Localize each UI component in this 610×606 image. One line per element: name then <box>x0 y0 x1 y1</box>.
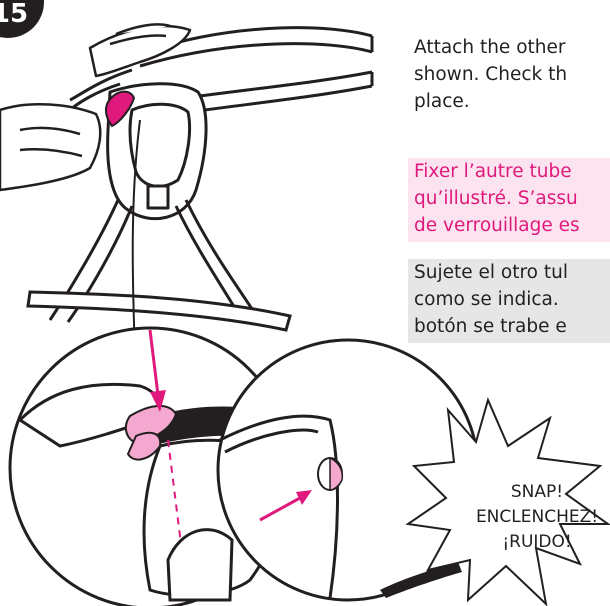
instruction-spanish-line: como se indica. <box>414 286 610 313</box>
instruction-french: Fixer l’autre tube qu’illustré. S’assu d… <box>408 158 610 242</box>
instruction-spanish-line: Sujete el otro tul <box>414 259 610 286</box>
instruction-english-line: place. <box>414 88 610 115</box>
instruction-english-line: Attach the other <box>414 34 610 61</box>
snap-label-line: ¡RUIDO! <box>474 530 600 555</box>
instruction-french-line: qu’illustré. S’assu <box>414 185 610 212</box>
instruction-spanish: Sujete el otro tul como se indica. botón… <box>408 259 610 343</box>
instruction-spanish-line: botón se trabe e <box>414 313 610 340</box>
hand-top-illustration <box>90 24 190 76</box>
snap-label-line: SNAP! <box>474 480 600 505</box>
instruction-english-line: shown. Check th <box>414 61 610 88</box>
hand-side-illustration <box>0 104 100 190</box>
snap-label: SNAP! ENCLENCHEZ! ¡RUIDO! <box>474 480 600 555</box>
instruction-french-line: de verrouillage es <box>414 212 610 239</box>
instruction-french-line: Fixer l’autre tube <box>414 158 610 185</box>
snap-label-line: ENCLENCHEZ! <box>474 505 600 530</box>
step-number-badge: 15 <box>0 0 44 38</box>
step-number: 15 <box>0 0 28 29</box>
base-bar-illustration <box>28 292 290 330</box>
instruction-english: Attach the other shown. Check th place. <box>414 34 610 115</box>
